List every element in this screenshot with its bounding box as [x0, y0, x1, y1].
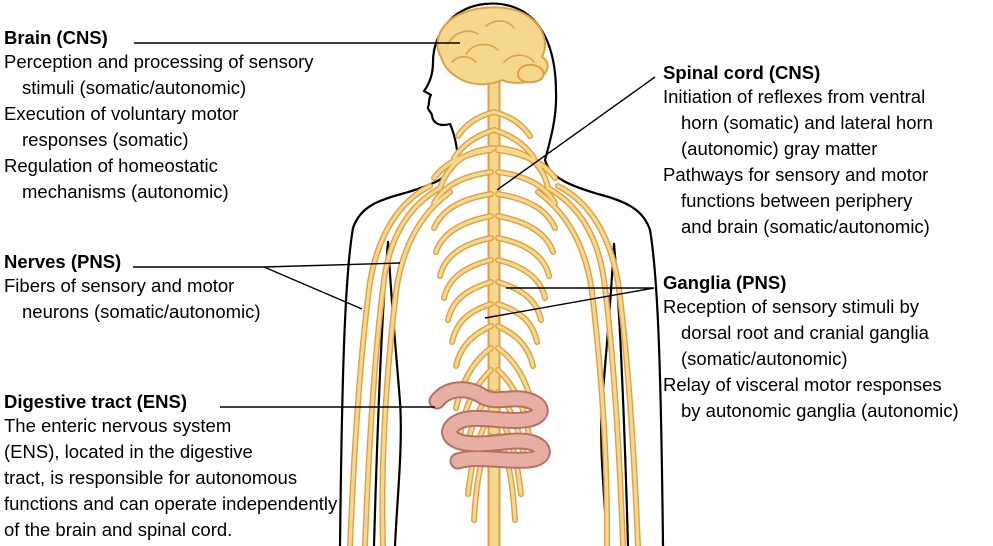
callout-brain-item: Regulation of homeostatic mechanisms (au…: [4, 155, 229, 202]
callout-ganglia-item: Relay of visceral motor responses by aut…: [663, 374, 959, 421]
callout-brain-title: Brain (CNS): [4, 27, 108, 48]
callout-nerves-title: Nerves (PNS): [4, 251, 122, 272]
brain-illustration: [436, 6, 549, 86]
callout-nerves: Nerves (PNS) Fibers of sensory and motor…: [4, 251, 382, 325]
left-torso-outline: [386, 240, 402, 546]
brain-gyri: [447, 20, 535, 63]
callout-nerves-item: Fibers of sensory and motor neurons (som…: [4, 275, 261, 322]
callout-digestive-tract-title: Digestive tract (ENS): [4, 391, 187, 412]
callout-spinal-cord-item: Initiation of reflexes from ventral horn…: [663, 86, 933, 159]
callout-spinal-cord-title: Spinal cord (CNS): [663, 62, 821, 83]
cerebellum-illustration: [517, 63, 545, 84]
callout-brain: Brain (CNS) Perception and processing of…: [4, 27, 382, 205]
head-outline: [422, 2, 558, 162]
callout-brain-item: Execution of voluntary motor responses (…: [4, 103, 239, 150]
callout-ganglia-item: Reception of sensory stimuli by dorsal r…: [663, 296, 929, 369]
leader-line-spinal-cord: [496, 76, 656, 191]
callout-digestive-tract-paragraph: The enteric nervous system (ENS), locate…: [4, 415, 338, 540]
callout-spinal-cord: Spinal cord (CNS) Initiation of reflexes…: [663, 62, 991, 240]
callout-digestive-tract: Digestive tract (ENS) The enteric nervou…: [4, 391, 382, 543]
callout-brain-item: Perception and processing of sensory sti…: [4, 51, 314, 98]
callout-spinal-cord-item: Pathways for sensory and motor functions…: [663, 164, 930, 237]
callout-ganglia: Ganglia (PNS) Reception of sensory stimu…: [663, 272, 991, 424]
digestive-tract-illustration: [437, 390, 542, 461]
right-arm-outline: [543, 158, 665, 546]
leader-lines: [133, 42, 656, 408]
callout-ganglia-title: Ganglia (PNS): [663, 272, 787, 293]
leader-line-nerves: [133, 262, 401, 310]
leader-line-ganglia: [484, 287, 655, 319]
